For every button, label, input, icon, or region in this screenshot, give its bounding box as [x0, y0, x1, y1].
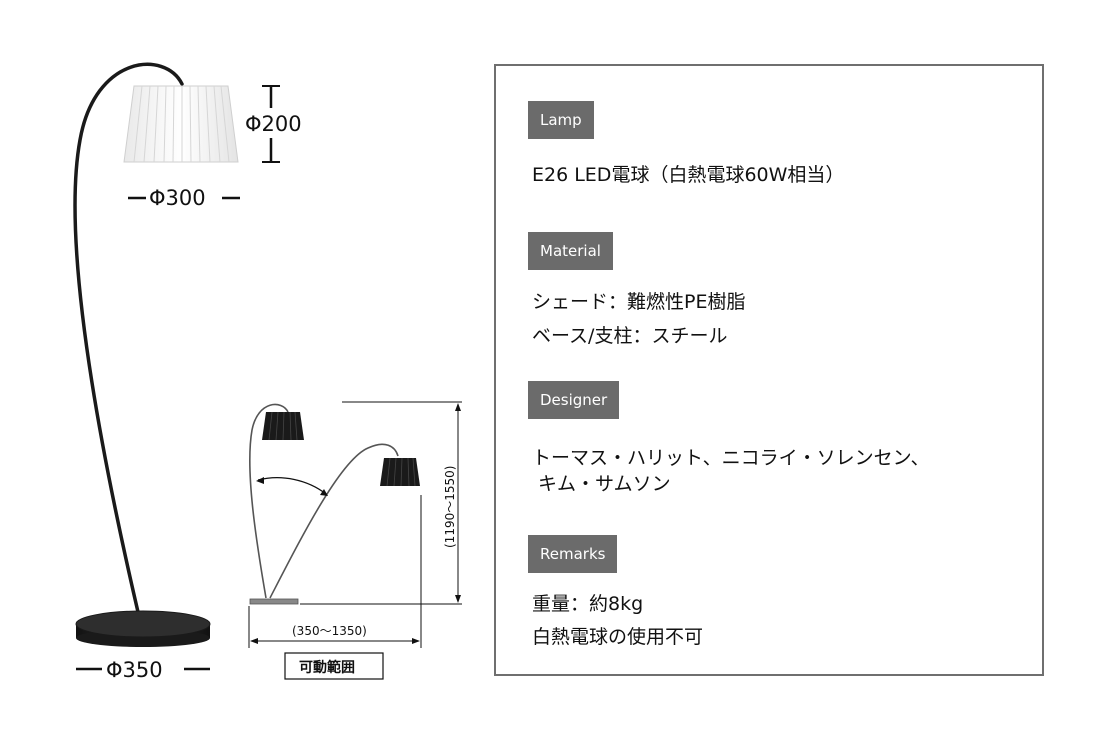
lamp-spec: E26 LED電球（白熱電球60W相当） [532, 164, 845, 186]
remarks-bulb: 白熱電球の使用不可 [532, 626, 704, 648]
remarks-weight: 重量：約8kg [532, 593, 644, 615]
shade-width-label: Φ300 [149, 186, 206, 210]
shade-width-dimension: Φ300 [128, 186, 240, 210]
shade-height-dimension: Φ200 [242, 85, 312, 163]
lamp-dimension-drawing: Φ200 Φ300 Φ350 (1190～1550) (350～1350) [73, 62, 462, 682]
tag-remarks: Remarks [528, 535, 618, 573]
tag-lamp: Lamp [528, 101, 594, 139]
material-base: ベース/支柱：スチール [532, 325, 728, 347]
base-label: Φ350 [106, 658, 163, 682]
shade-height-label: Φ200 [245, 112, 302, 136]
lamp-base [75, 610, 211, 647]
spec-panel: Lamp E26 LED電球（白熱電球60W相当） Material シェード：… [494, 64, 1044, 676]
shade-position-extended [380, 457, 420, 487]
base-dimension: Φ350 [76, 658, 210, 682]
height-range-label: (1190～1550) [443, 466, 457, 548]
tag-material: Material [528, 232, 613, 270]
lamp-stem [73, 62, 184, 614]
designer-line-1: トーマス・ハリット、ニコライ・ソレンセン、 [532, 447, 930, 469]
lamp-shade [123, 85, 239, 163]
reach-range-label: (350～1350) [292, 624, 367, 638]
tag-designer: Designer [528, 381, 620, 419]
movable-range-label: 可動範囲 [299, 659, 355, 676]
shade-position-upright [262, 411, 304, 441]
material-shade: シェード：難燃性PE樹脂 [532, 291, 746, 313]
movable-range-diagram: (1190～1550) (350～1350) [248, 401, 462, 680]
designer-line-2: キム・サムソン [532, 473, 671, 495]
